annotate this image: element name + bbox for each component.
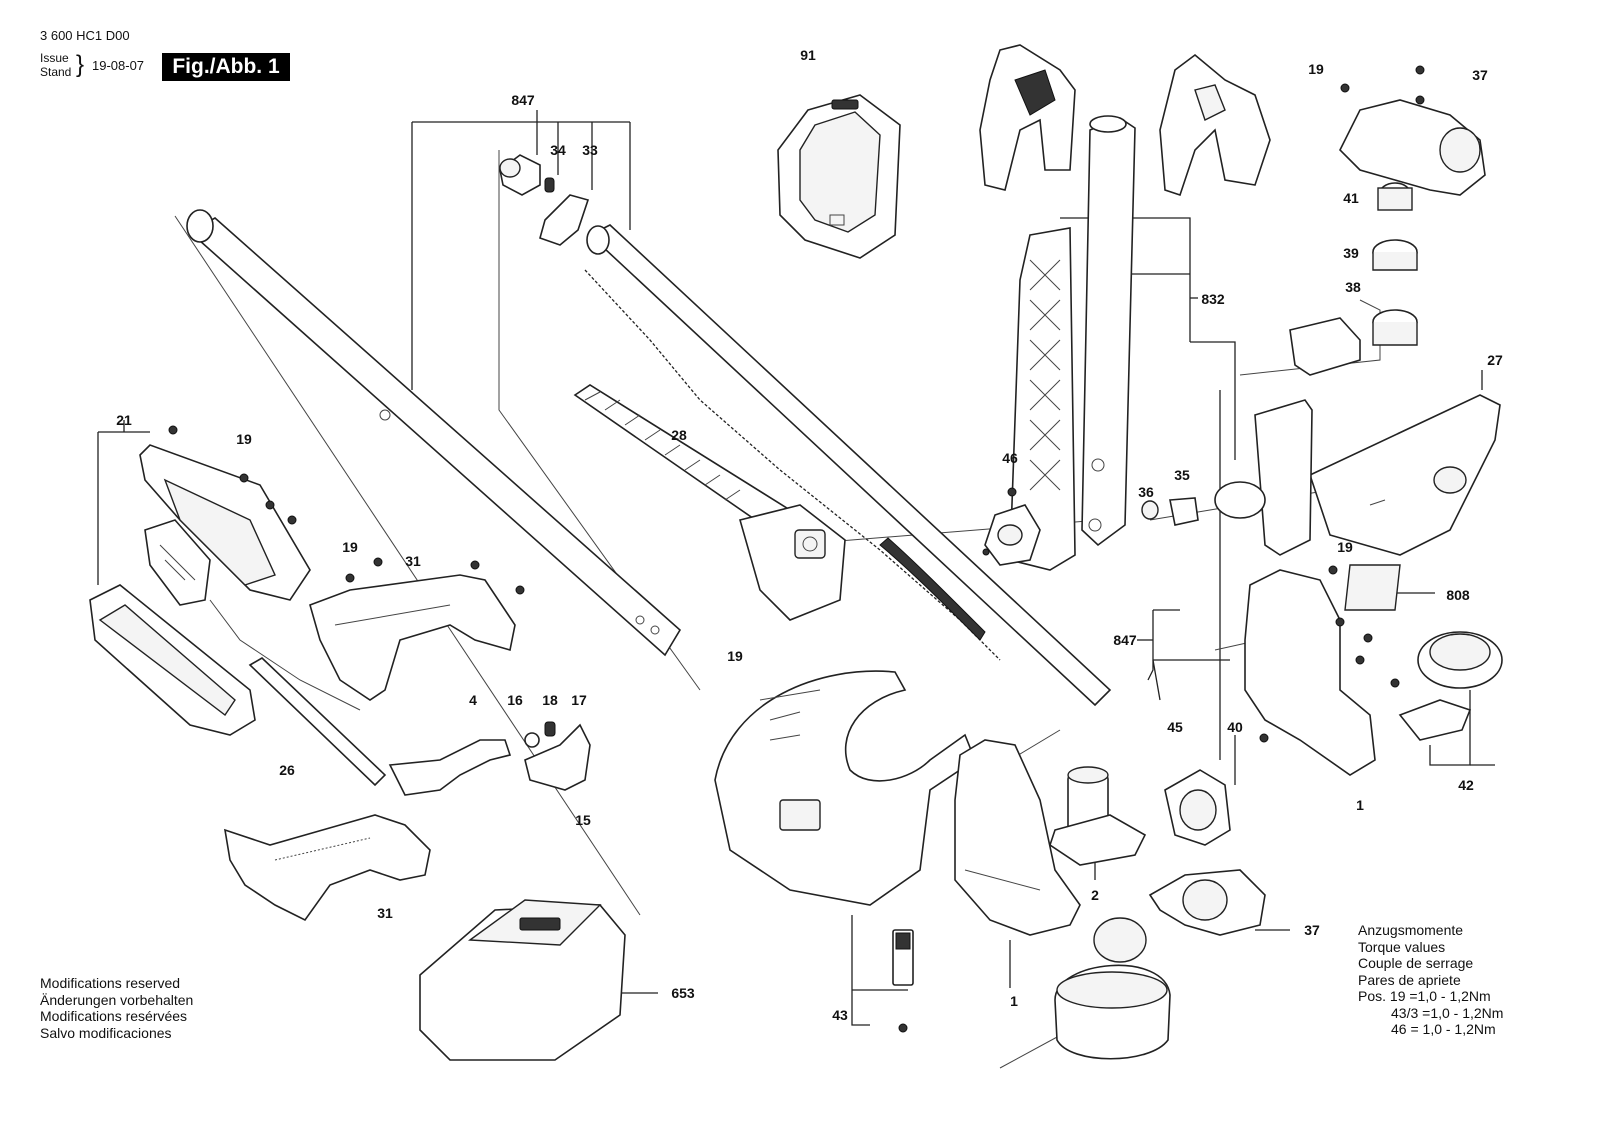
tube-end-cap (499, 154, 590, 246)
part-label: 1 (1356, 797, 1364, 813)
motor-housing-lower (954, 739, 1081, 936)
part-label: 27 (1487, 352, 1503, 368)
part-label: 26 (279, 762, 295, 778)
part-label: 91 (800, 47, 816, 63)
switch-cable (388, 739, 512, 796)
guide-strip (248, 657, 387, 787)
torque-row: Pos. 19 =1,0 - 1,2Nm (1358, 988, 1491, 1004)
part-label: 653 (671, 985, 695, 1001)
screw-insert (892, 929, 914, 1033)
part-label: 847 (1113, 632, 1137, 648)
part-label: 37 (1472, 67, 1488, 83)
part-label: 36 (1138, 484, 1154, 500)
part-label: 38 (1345, 279, 1361, 295)
rear-handle-housing (309, 557, 525, 701)
part-label: 19 (1308, 61, 1324, 77)
part-label: 847 (511, 92, 535, 108)
part-label: 40 (1227, 719, 1243, 735)
housing-half-shell (1214, 399, 1313, 556)
part-label: 16 (507, 692, 523, 708)
auxiliary-handle (573, 384, 846, 621)
part-label: 45 (1167, 719, 1183, 735)
part-label: 18 (542, 692, 558, 708)
upper-handle-halves (979, 44, 1271, 197)
motor-housing-upper (139, 425, 311, 601)
battery-pack (777, 94, 901, 259)
battery-charger (419, 899, 626, 1061)
type-label-plate (1344, 564, 1401, 611)
part-label: 4 (469, 692, 477, 708)
part-label: 808 (1446, 587, 1470, 603)
center-shaft-tube (584, 224, 1112, 707)
torque-title: Pares de apriete (1358, 971, 1461, 988)
part-label: 19 (727, 648, 743, 664)
issue-label: Issue (40, 51, 69, 65)
part-label: 28 (671, 427, 687, 443)
torque-row: 46 = 1,0 - 1,2Nm (1391, 1021, 1496, 1037)
figure-label: Fig./Abb. 1 (162, 53, 290, 81)
part-label: 39 (1343, 245, 1359, 261)
part-label: 832 (1201, 291, 1225, 307)
part-label: 19 (1337, 539, 1353, 555)
electric-motor (1049, 766, 1147, 866)
issue-date: 19-08-07 (92, 58, 145, 73)
torque-values: Anzugsmomente Torque values Couple de se… (1358, 922, 1503, 1038)
part-label: 1 (1010, 993, 1018, 1009)
part-label: 42 (1458, 777, 1474, 793)
part-label: 33 (582, 142, 598, 158)
circuit-board (144, 519, 361, 711)
part-label: 37 (1304, 922, 1320, 938)
part-label: 21 (116, 412, 132, 428)
modifications-notes: Modifications reserved Änderungen vorbeh… (40, 975, 193, 1041)
side-cover-panel (1309, 394, 1501, 556)
doc-number: 3 600 HC1 D00 (40, 28, 130, 43)
part-label: 19 (342, 539, 358, 555)
part-label: 46 (1002, 450, 1018, 466)
torque-title: Torque values (1358, 938, 1446, 955)
lower-shaft-tube (186, 209, 682, 657)
part-label: 43 (832, 1007, 848, 1023)
part-label: 34 (550, 142, 566, 158)
handle-knob-assembly (1289, 65, 1486, 376)
battery-cover-left (89, 584, 256, 736)
wheel-adapter-parts (1148, 769, 1266, 936)
part-labels: 91 847 34 33 19 37 41 39 38 832 27 21 19… (116, 47, 1503, 1023)
part-label: 17 (571, 692, 587, 708)
torque-row: 43/3 =1,0 - 1,2Nm (1391, 1004, 1504, 1021)
part-label: 31 (377, 905, 393, 921)
trigger-switch (524, 721, 591, 791)
wheel (1398, 631, 1503, 741)
coupling-parts (982, 487, 1199, 566)
stand-label: Stand (40, 65, 72, 79)
rear-handle-grip (223, 814, 431, 922)
brace-glyph: } (76, 51, 85, 78)
part-label: 2 (1091, 887, 1099, 903)
note-line: Modifications reserved (40, 975, 181, 991)
grass-guard (714, 670, 976, 906)
note-line: Änderungen vorbehalten (40, 991, 194, 1008)
note-line: Salvo modificaciones (40, 1024, 172, 1041)
part-label: 41 (1343, 190, 1359, 206)
part-label: 31 (405, 553, 421, 569)
part-label: 35 (1174, 467, 1190, 483)
handle-grip-tubes (1009, 115, 1136, 571)
torque-title: Couple de serrage (1358, 955, 1474, 971)
spool-head (1054, 917, 1171, 1060)
torque-title: Anzugsmomente (1358, 922, 1464, 938)
note-line: Modifications resérvées (40, 1008, 188, 1024)
right-housing-shell (1244, 565, 1400, 776)
part-label: 19 (236, 431, 252, 447)
part-label: 15 (575, 812, 591, 828)
